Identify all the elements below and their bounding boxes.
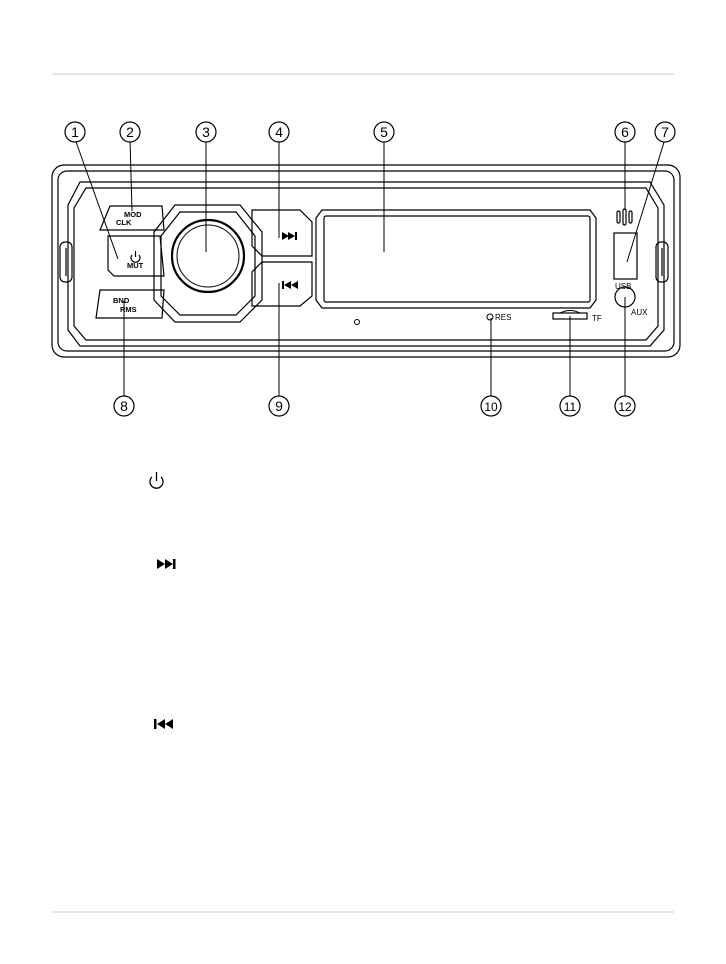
label-bnd: BND — [113, 296, 130, 305]
prev-button — [251, 261, 313, 307]
ir-receiver — [616, 208, 633, 226]
callout-11: 11 — [564, 400, 577, 414]
label-clk: CLK — [116, 218, 132, 227]
label-usb: USB — [615, 282, 631, 291]
callout-10: 10 — [484, 400, 498, 414]
next-track-icon — [282, 232, 297, 240]
bnd-rms-button — [95, 289, 165, 319]
label-res: RES — [495, 313, 511, 322]
mod-clk-button — [99, 205, 165, 231]
next-track-icon — [157, 559, 176, 569]
callout-numbers — [64, 121, 676, 417]
next-button — [251, 209, 313, 257]
previous-track-icon — [154, 719, 173, 729]
reset-hole — [486, 313, 494, 321]
housing — [51, 164, 681, 358]
volume-knob — [170, 218, 246, 294]
leader-lines — [74, 138, 666, 399]
callout-9: 9 — [275, 398, 283, 414]
top-divider — [52, 73, 674, 75]
lcd-display — [315, 209, 597, 309]
callout-3: 3 — [202, 124, 210, 140]
ir-sensor — [354, 319, 360, 325]
callout-4: 4 — [275, 124, 283, 140]
callout-5: 5 — [380, 124, 388, 140]
side-clips — [59, 241, 669, 283]
power-mute-button — [107, 235, 165, 277]
left-button-cluster — [95, 204, 263, 323]
power-small-icon — [130, 251, 141, 263]
label-rms: RMS — [120, 305, 137, 314]
bottom-divider — [52, 911, 674, 913]
callout-8: 8 — [120, 398, 128, 414]
callout-6: 6 — [621, 124, 629, 140]
label-mut: MUT — [127, 261, 144, 270]
label-aux: AUX — [631, 308, 648, 317]
label-mod: MOD — [124, 210, 142, 219]
power-icon — [149, 472, 164, 489]
previous-track-icon — [282, 281, 298, 289]
callout-12: 12 — [618, 400, 632, 414]
usb-port — [613, 232, 638, 280]
callout-7: 7 — [661, 124, 669, 140]
label-tf: TF — [592, 314, 602, 323]
callout-1: 1 — [71, 124, 79, 140]
callout-2: 2 — [126, 124, 134, 140]
